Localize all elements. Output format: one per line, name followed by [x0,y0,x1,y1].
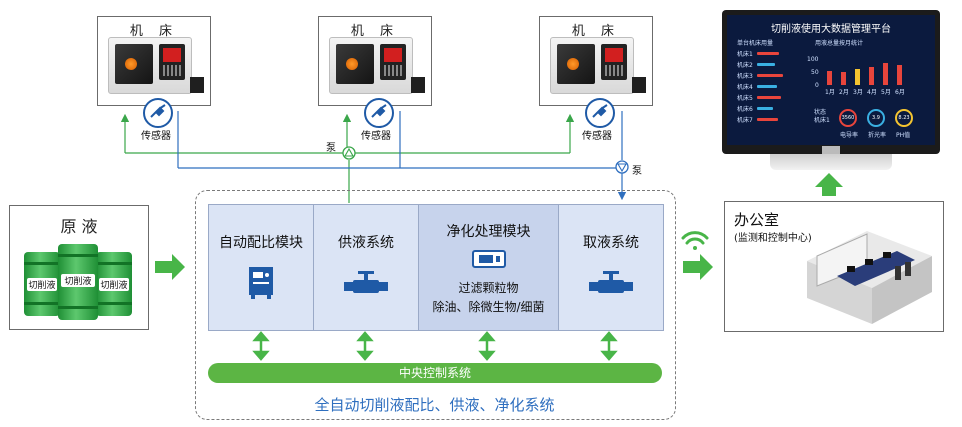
liquid-extraction-module: 取液系统 [558,204,664,331]
module-label: 取液系统 [583,235,639,251]
gauge-label: PH值 [896,132,911,139]
dashboard-screen: 切削液使用大数据管理平台 单台机床用量 机床1 机床2 机床3 机床4 机床5 机床6 机床… [727,15,935,145]
y-tick: 50 [811,69,819,76]
machine-tool-1: 机 床 [97,16,211,106]
machine-list-item: 机床7 [737,117,753,124]
return-line [177,111,627,201]
gauge-dial: 8.23 [895,109,913,127]
machine-list-item: 机床6 [737,106,753,113]
dashboard-title: 切削液使用大数据管理平台 [771,24,891,35]
office-box: 办公室 (监测和控制中心) [724,201,944,332]
barrel-label: 切削液 [99,278,129,291]
system-caption: 全自动切削液配比、供液、净化系统 [314,396,555,414]
barrel-icon: 切削液 [58,244,98,320]
month-bar [897,64,902,85]
y-tick: 0 [815,82,819,89]
month-label: 4月 [867,89,877,96]
barrel-icon: 切削液 [24,252,60,316]
machine-title: 机 床 [350,24,400,39]
machine-title: 机 床 [571,24,621,39]
sensor-label: 传感器 [582,131,612,142]
module-label: 供液系统 [338,235,394,251]
month-label: 3月 [853,89,863,96]
machine-tool-2: 机 床 [318,16,432,106]
valve-icon [344,271,388,293]
monitor-stand [770,154,892,170]
pump-label: 泵 [326,143,336,154]
purification-module: 净化处理模块 过滤颗粒物 除油、除微生物/细菌 [418,204,559,331]
central-system-boundary [195,190,676,420]
sensor-icon [585,98,615,128]
machine-list-item: 机床1 [737,51,753,58]
machine-title: 机 床 [129,24,179,39]
gauge-label: 电导率 [840,132,859,139]
machine-usage-bar [757,107,773,110]
machine-list-item: 机床4 [737,84,753,91]
pump-label: 泵 [632,166,642,177]
valve-icon [589,271,633,293]
module-label: 净化处理模块 [446,224,531,240]
machine-usage-bar [757,85,777,88]
month-label: 6月 [895,89,905,96]
barrel-label: 切削液 [27,278,57,291]
sensor-label: 传感器 [361,131,391,142]
dashboard-monitor: 切削液使用大数据管理平台 单台机床用量 机床1 机床2 机床3 机床4 机床5 机床6 机床… [722,10,940,154]
auto-mixing-module: 自动配比模块 [208,204,314,331]
month-bar [855,68,860,85]
office-subtitle: (监测和控制中心) [734,233,812,244]
barrel-icon: 切削液 [96,252,132,316]
control-links [252,331,618,361]
pump-icon [342,146,356,160]
control-cabinet-icon [249,267,273,299]
raw-liquid-title: 原 液 [60,217,98,236]
machine-usage-bar [757,52,779,55]
chart-title: 用液总量按月统计 [815,40,864,47]
cnc-machine-image [108,37,192,94]
raw-liquid-box: 原 液 切削液 切削液 切削液 [9,205,149,330]
machine-list-item: 机床2 [737,62,753,69]
gauge-label: 折光率 [868,132,887,139]
machine-usage-bar [757,96,781,99]
gauge-dial: 3.9 [867,109,885,127]
month-label: 1月 [825,89,835,96]
left-panel-title: 单台机床用量 [737,40,774,47]
gauge-dial: 3560 [839,109,857,127]
month-bar [883,62,888,85]
sensor-label: 传感器 [141,131,171,142]
status-value: 机床1 [814,117,830,124]
central-control-bar: 中央控制系统 [208,363,662,383]
wifi-icon [681,231,709,250]
cnc-machine-image [550,37,634,94]
machine-usage-bar [757,118,778,121]
office-title: 办公室 [734,211,780,229]
y-tick: 100 [807,56,819,63]
sensor-icon [364,98,394,128]
pump-icon [615,160,629,174]
purification-detail: 过滤颗粒物 [458,281,519,295]
status-label: 状态 [814,109,827,116]
machine-list-item: 机床5 [737,95,753,102]
sensor-icon [143,98,173,128]
month-label: 5月 [881,89,891,96]
filter-icon [472,250,506,268]
office-room-image [807,231,932,324]
month-bar [827,70,832,85]
cnc-machine-image [329,37,413,94]
module-label: 自动配比模块 [219,235,303,251]
month-bar [841,72,846,85]
barrel-label: 切削液 [61,274,95,287]
machine-usage-bar [757,74,783,77]
month-label: 2月 [839,89,849,96]
machine-list-item: 机床3 [737,73,753,80]
big-arrows [155,173,843,280]
liquid-supply-module: 供液系统 [313,204,419,331]
machine-tool-3: 机 床 [539,16,653,106]
purification-detail: 除油、除微生物/细菌 [432,300,545,314]
month-bar [869,66,874,85]
machine-usage-bar [757,63,775,66]
